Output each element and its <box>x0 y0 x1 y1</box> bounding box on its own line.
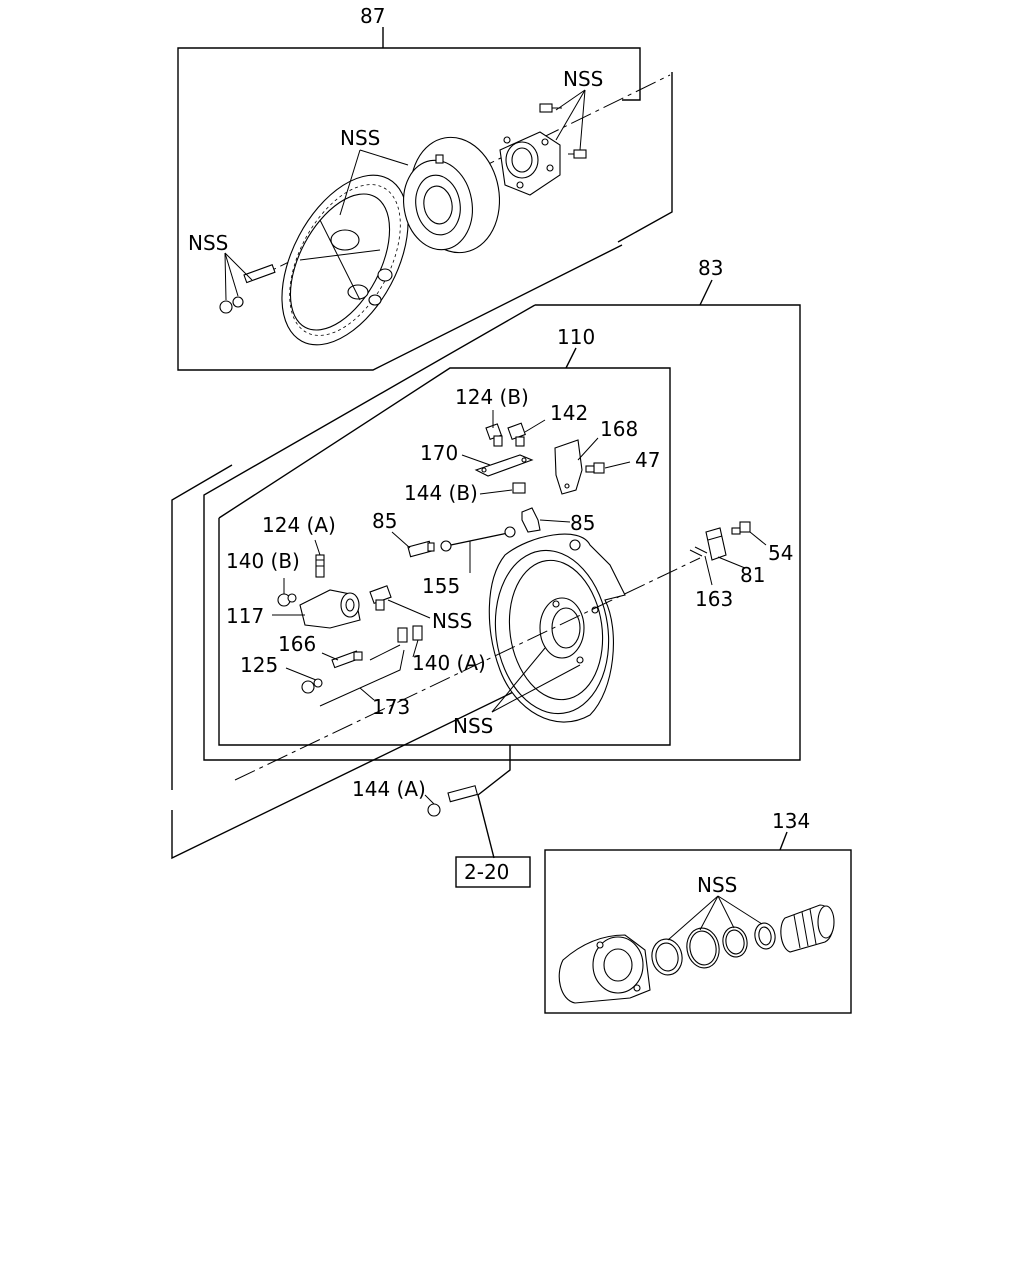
leader-nss-actuator <box>387 599 431 619</box>
shim-163 <box>689 546 708 557</box>
bolt-47 <box>585 462 605 474</box>
callout-155: 155 <box>422 574 460 598</box>
elbow-fitting-85-right <box>521 507 541 533</box>
cam-gear <box>281 174 409 346</box>
retaining-ring <box>754 922 776 950</box>
flange-bolt-lower <box>568 149 587 159</box>
leader-144b <box>479 489 513 495</box>
page-reference-box[interactable]: 2-20 <box>455 856 531 888</box>
leader-140a <box>412 639 419 658</box>
callout-85-right: 85 <box>570 511 595 535</box>
leader-81 <box>717 556 746 569</box>
leader-124a <box>314 539 321 556</box>
assembly-110-frame <box>218 347 671 746</box>
callout-nss-actuator: NSS <box>432 609 472 633</box>
flange-plate <box>499 131 561 196</box>
leader-166 <box>321 652 339 661</box>
plate-81 <box>705 527 727 561</box>
flange-bolt-upper <box>539 103 562 113</box>
callout-144b: 144 (B) <box>404 481 478 505</box>
callout-nss-housing: NSS <box>453 714 493 738</box>
callout-124b: 124 (B) <box>455 385 529 409</box>
ref-leader <box>477 745 511 859</box>
o-ring-small <box>722 926 748 958</box>
callout-81: 81 <box>740 563 765 587</box>
nss-gear-leaders <box>339 149 409 216</box>
leader-125 <box>285 667 317 681</box>
actuator-fitting <box>369 585 392 611</box>
page-reference-label: 2-20 <box>464 860 509 884</box>
callout-124a: 124 (A) <box>262 513 336 537</box>
stud-144a <box>427 785 479 817</box>
callout-117: 117 <box>226 604 264 628</box>
fitting-124b <box>485 423 503 447</box>
leader-170 <box>461 454 491 466</box>
callout-163: 163 <box>695 587 733 611</box>
leader-85-right <box>539 519 571 523</box>
assembly-87-label: 87 <box>360 4 385 28</box>
nss-label-gear: NSS <box>340 126 380 150</box>
assembly-83-label: 83 <box>698 256 723 280</box>
fitting-124a <box>315 554 325 578</box>
connector-85-left <box>407 540 435 558</box>
gasket-170 <box>474 454 534 477</box>
nss-134-leaders <box>667 895 763 941</box>
gear-nut <box>219 264 276 314</box>
bracket-168 <box>554 439 583 495</box>
bolt-140a <box>397 625 423 643</box>
callout-168: 168 <box>600 417 638 441</box>
o-ring-large <box>651 938 683 976</box>
nss-label-top-right: NSS <box>563 67 603 91</box>
pipe-155 <box>440 526 516 552</box>
callout-125: 125 <box>240 653 278 677</box>
assembly-110-label: 110 <box>557 325 595 349</box>
assembly-83-frame <box>171 279 801 860</box>
leader-54 <box>749 531 767 546</box>
callout-nss-134: NSS <box>697 873 737 897</box>
callout-144a: 144 (A) <box>352 777 426 801</box>
pump-axis-line <box>234 557 701 781</box>
bellows-sleeve <box>780 904 835 953</box>
bearing-disc <box>403 136 501 254</box>
callout-140a: 140 (A) <box>412 651 486 675</box>
leader-47 <box>604 461 631 469</box>
callout-85-left: 85 <box>372 509 397 533</box>
callout-142: 142 <box>550 401 588 425</box>
leader-168 <box>577 437 599 461</box>
bolt-54 <box>731 521 751 535</box>
nss-top-right-leaders <box>555 89 586 151</box>
nut-125 <box>301 678 323 694</box>
callout-166: 166 <box>278 632 316 656</box>
nut-140b <box>277 593 297 607</box>
leader-142 <box>524 419 546 433</box>
leader-85-left <box>391 531 411 549</box>
bracket-173-leader <box>319 644 405 707</box>
callout-47: 47 <box>635 448 660 472</box>
assembly-87-frame <box>177 27 641 371</box>
callout-170: 170 <box>420 441 458 465</box>
callout-173: 173 <box>372 695 410 719</box>
callout-140b: 140 (B) <box>226 549 300 573</box>
bolt-166 <box>331 650 363 669</box>
callout-54: 54 <box>768 541 793 565</box>
actuator-117 <box>299 589 361 629</box>
fitting-142 <box>507 422 526 447</box>
nss-housing-leaders <box>491 647 581 713</box>
injection-pump-housing <box>488 533 626 723</box>
leader-144a <box>424 794 435 805</box>
nss-left-leaders <box>224 252 253 301</box>
leader-163 <box>704 555 713 586</box>
nss-label-left: NSS <box>188 231 228 255</box>
assembly-134-label: 134 <box>772 809 810 833</box>
o-ring-medium <box>686 927 720 969</box>
sleeve-housing <box>558 934 651 1004</box>
assembly-134-frame <box>544 831 852 1014</box>
nut-144b <box>512 482 526 494</box>
